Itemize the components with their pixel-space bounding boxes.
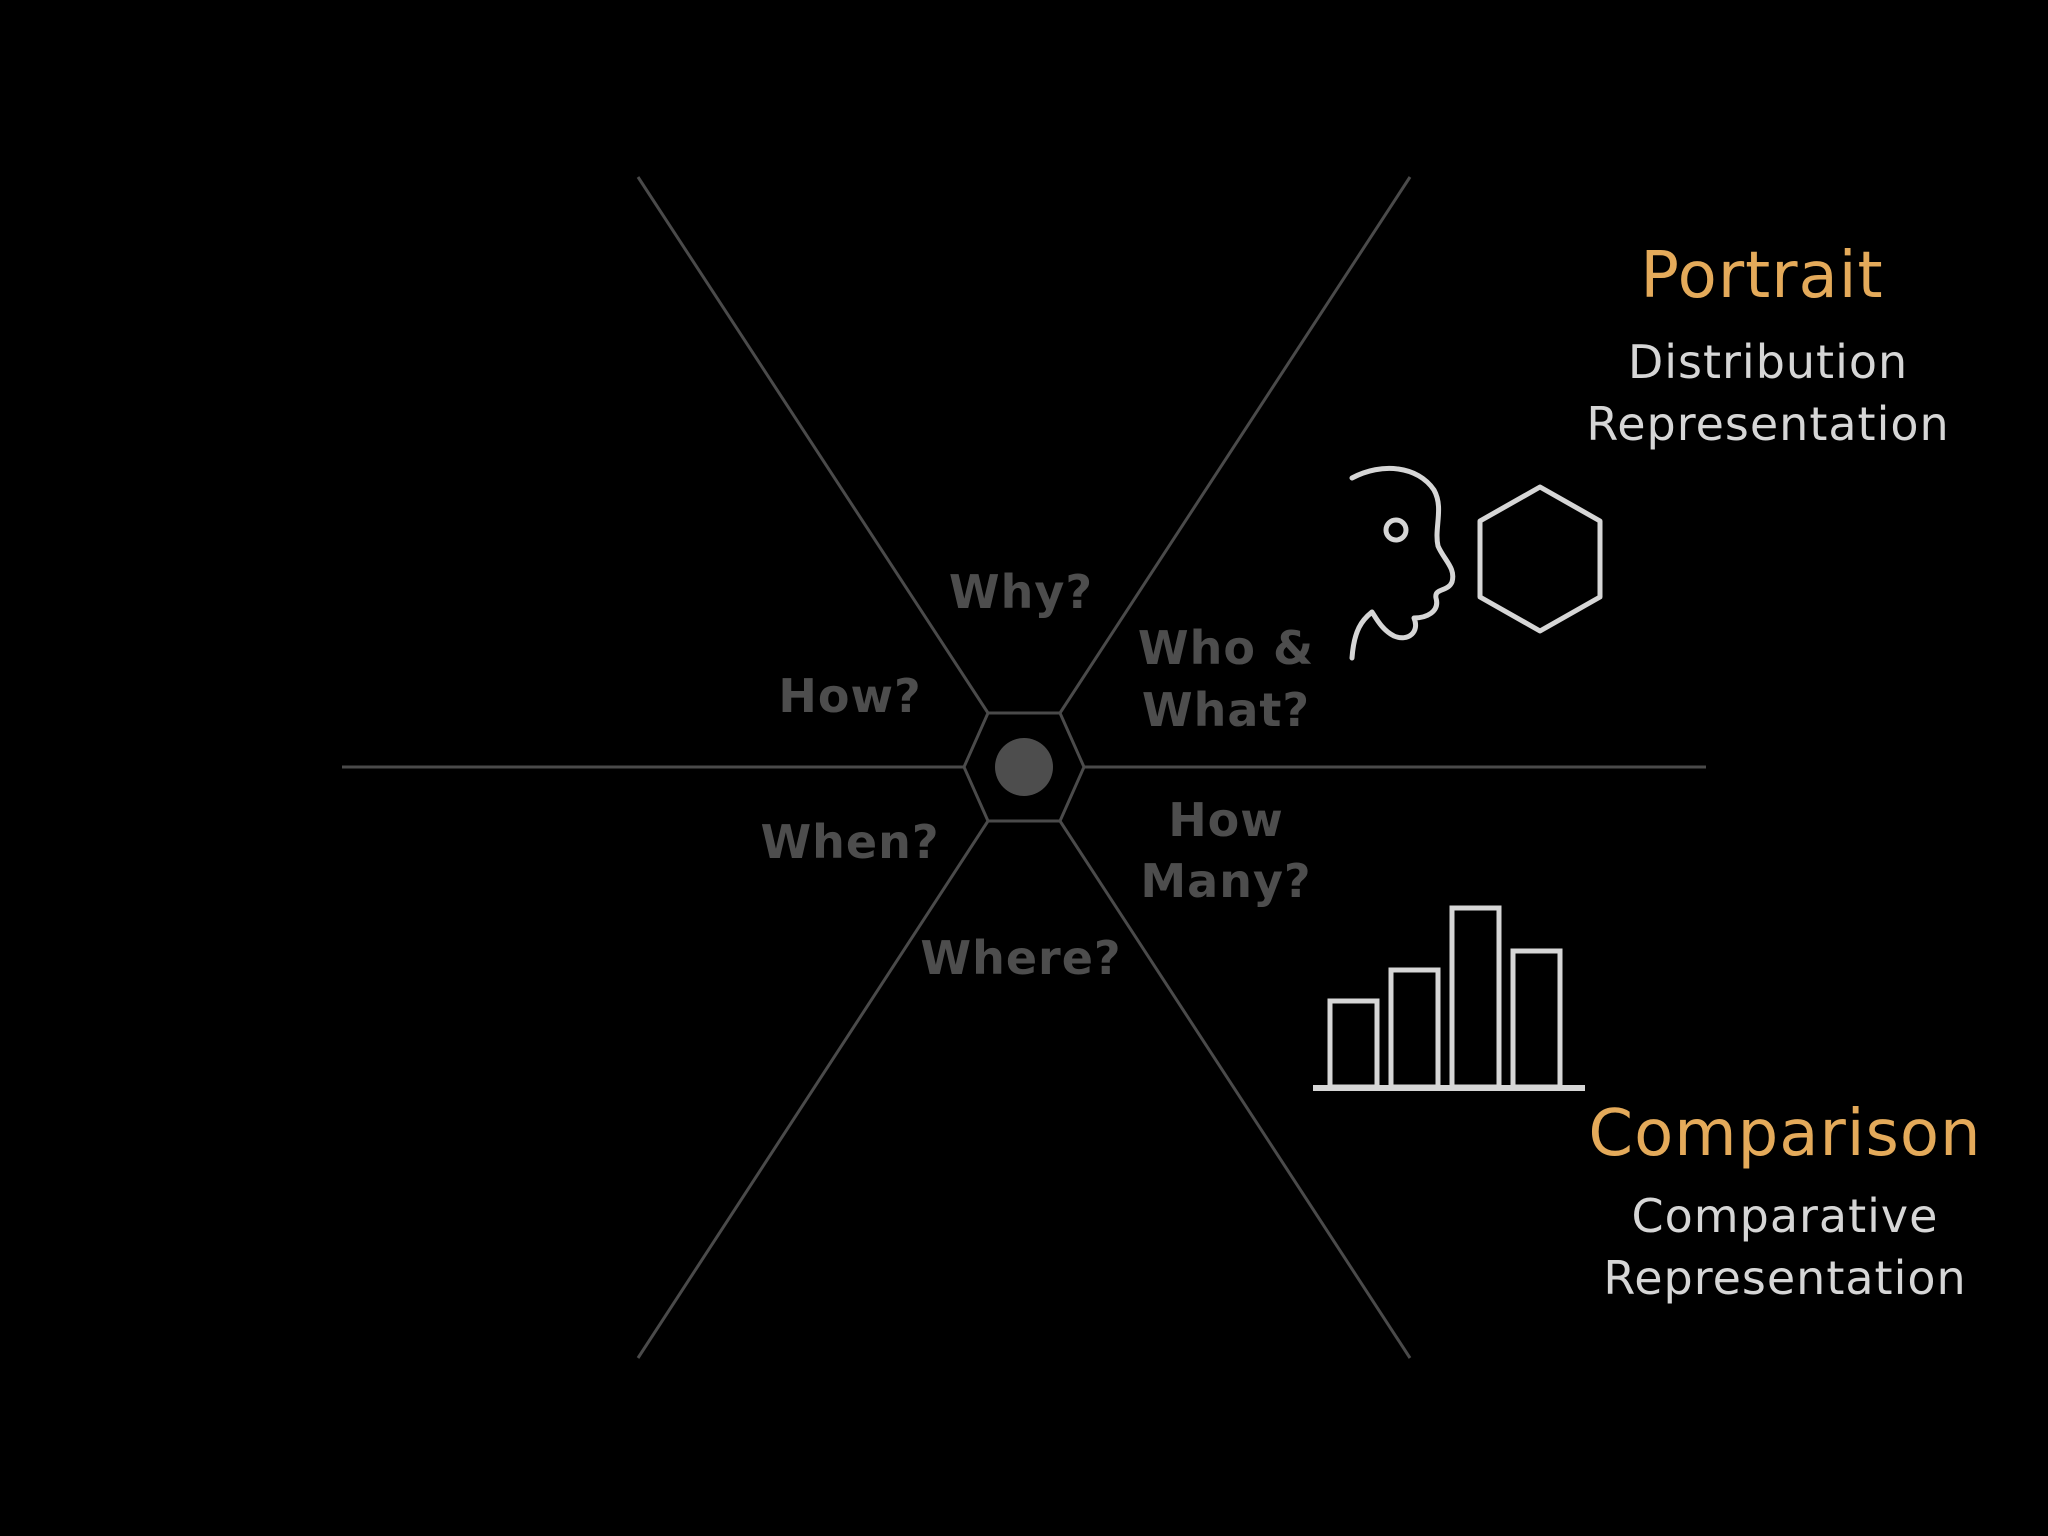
question-how-many-line2: Many? bbox=[1140, 854, 1311, 908]
question-when: When? bbox=[760, 815, 939, 869]
comparison-subtitle-line1: Comparative bbox=[1632, 1189, 1939, 1243]
question-who-what-line1: Who & bbox=[1138, 621, 1314, 675]
question-how-many-line1: How bbox=[1168, 793, 1284, 847]
hexagon-icon bbox=[1477, 484, 1603, 634]
spoke-lower-right bbox=[1058, 820, 1412, 1359]
question-labels: Why? How? Who & What? When? How Many? Wh… bbox=[760, 565, 1314, 985]
hub-hexagon bbox=[962, 711, 1086, 823]
face-profile-icon bbox=[1349, 465, 1456, 661]
portrait-title: Portrait bbox=[1640, 239, 1883, 313]
face-eye bbox=[1383, 517, 1409, 543]
bar-chart-icon bbox=[1313, 905, 1585, 1091]
spoke-upper-left bbox=[636, 176, 990, 714]
spoke-lower-left bbox=[636, 820, 990, 1359]
spoke-upper-right bbox=[1058, 176, 1412, 714]
hub-dot bbox=[995, 738, 1053, 796]
question-why: Why? bbox=[949, 565, 1093, 619]
portrait-subtitle-line2: Representation bbox=[1586, 397, 1949, 451]
question-how: How? bbox=[778, 669, 921, 723]
question-where: Where? bbox=[920, 931, 1121, 985]
comparison-title: Comparison bbox=[1588, 1097, 1981, 1171]
spokes bbox=[342, 176, 1706, 1359]
portrait-subtitle-line1: Distribution bbox=[1628, 335, 1908, 389]
comparison-subtitle-line2: Representation bbox=[1603, 1251, 1966, 1305]
question-who-what-line2: What? bbox=[1142, 683, 1310, 737]
